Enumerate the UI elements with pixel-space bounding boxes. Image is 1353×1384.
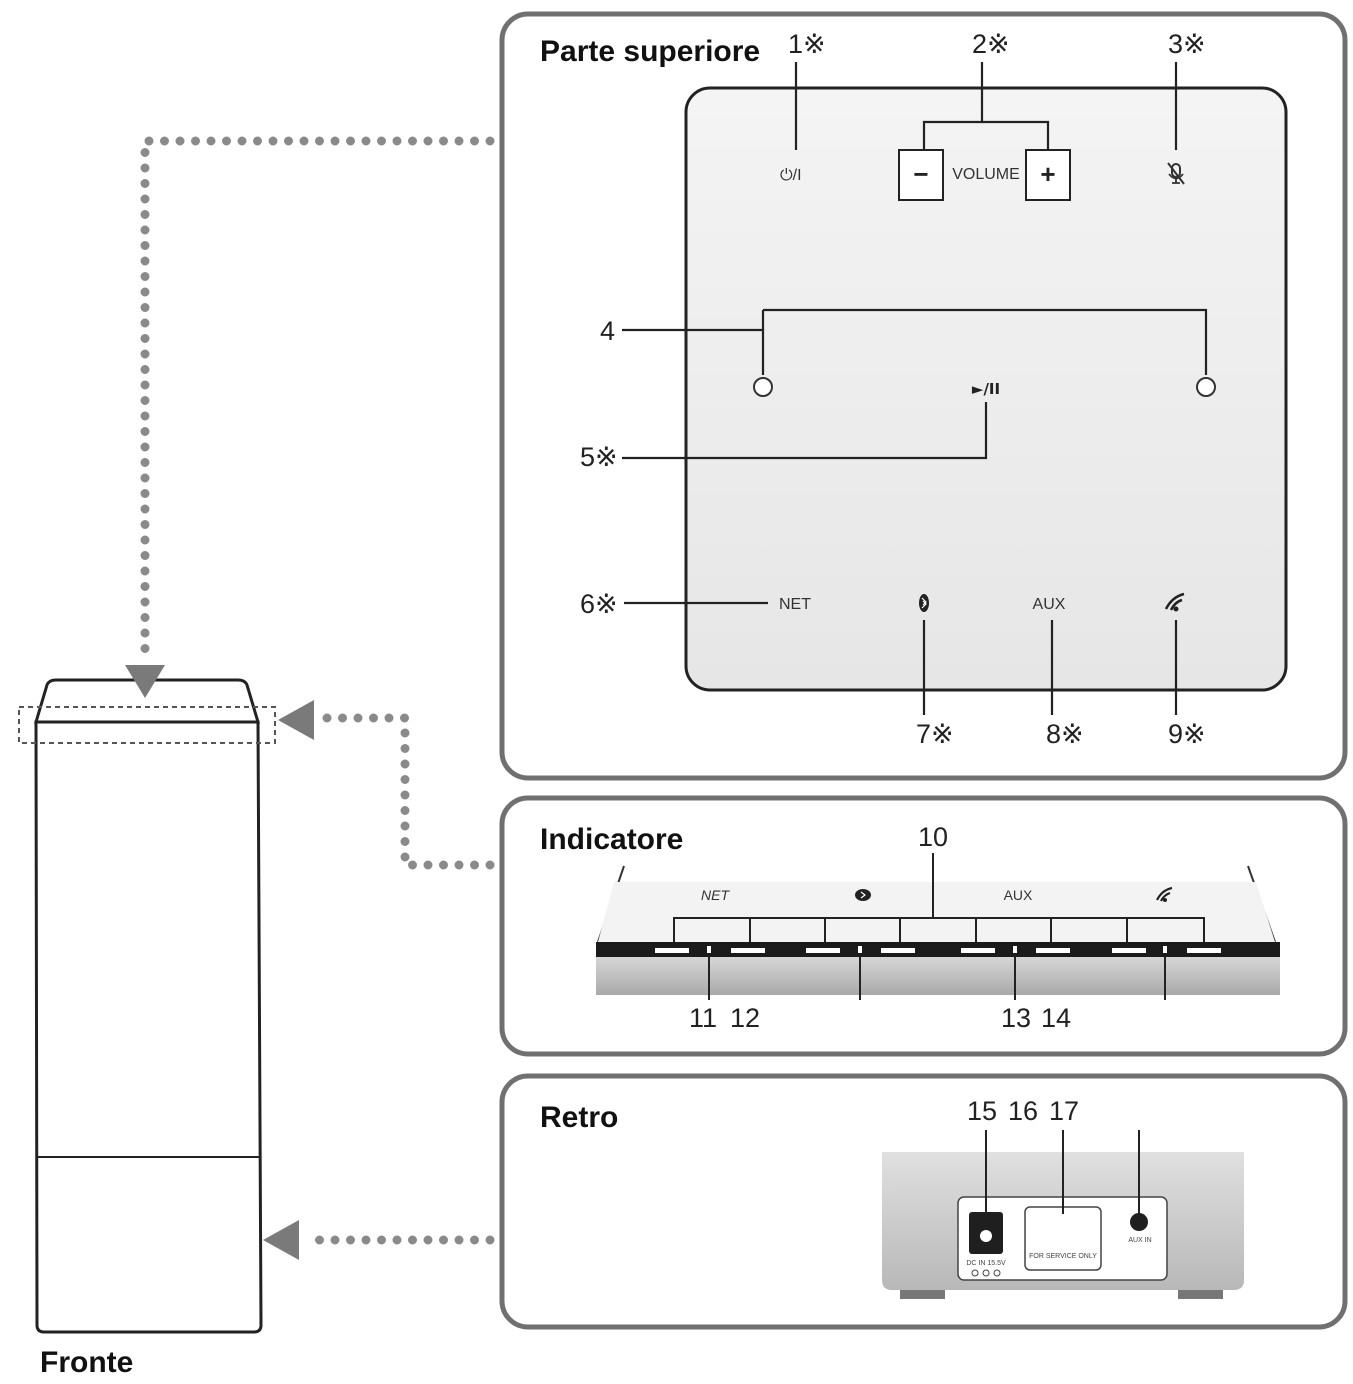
- callout-12: 12: [730, 1003, 760, 1033]
- bluetooth-icon: [855, 889, 871, 901]
- callout-9: 9※: [1168, 719, 1206, 749]
- volume-plus-label: +: [1040, 159, 1055, 189]
- indicator-section: Indicatore NET AUX: [499, 795, 1348, 1057]
- polarity-icon: [971, 1269, 1001, 1277]
- callout-10: 10: [918, 822, 948, 852]
- rear-foot-right: [1178, 1290, 1223, 1299]
- callout-4: 4: [600, 316, 615, 346]
- power-button[interactable]: ⏻/I: [780, 167, 802, 184]
- indicator-title: Indicatore: [540, 823, 683, 856]
- callout-13: 13: [1001, 1003, 1031, 1033]
- callout-17: 17: [1049, 1096, 1079, 1126]
- volume-minus-button[interactable]: [898, 149, 944, 201]
- callout-11: 11: [689, 1003, 717, 1033]
- dc-in-label: DC IN 15.5V: [966, 1260, 1006, 1267]
- callout-7: 7※: [916, 719, 954, 749]
- service-label: FOR SERVICE ONLY: [1029, 1253, 1097, 1260]
- top-panel-section: Parte superiore 1※ 2※ 3※ 4 5※ 6※ 7※ 8※ 9…: [499, 11, 1348, 781]
- volume-minus-label: −: [913, 159, 928, 189]
- dc-in-pin: [980, 1230, 992, 1242]
- top-leader-lines: [622, 62, 1208, 715]
- aux-in-label: AUX IN: [1128, 1237, 1151, 1244]
- callout-5: 5※: [580, 442, 618, 472]
- rear-foot-left: [900, 1290, 945, 1299]
- connectors: [140, 136, 495, 1245]
- arrow-icon: [263, 1220, 299, 1260]
- connector-indicator: [317, 713, 495, 870]
- indicator-front-face: [596, 957, 1280, 995]
- indicator-top-surface: [598, 882, 1275, 942]
- indicator-aux-label: AUX: [1004, 887, 1033, 903]
- wireless-icon: [1156, 886, 1173, 902]
- rear-section: Retro DC IN 15.5V FOR SERVICE ONLY AUX I…: [499, 1073, 1348, 1330]
- rear-title: Retro: [540, 1101, 618, 1134]
- wireless-icon[interactable]: [1164, 592, 1185, 612]
- arrow-icon: [125, 665, 165, 698]
- net-button[interactable]: NET: [779, 596, 811, 613]
- arrow-icon: [278, 700, 314, 740]
- indicator-net-label: NET: [701, 887, 730, 903]
- mic-mute-icon[interactable]: [1167, 162, 1185, 185]
- rear-leader-lines: [985, 1130, 1140, 1216]
- mic-hole-left: [753, 377, 773, 397]
- front-view: Fronte: [18, 678, 276, 1379]
- top-surface: [684, 86, 1288, 692]
- indicator-lights: [655, 946, 1221, 953]
- callout-14: 14: [1041, 1003, 1071, 1033]
- callout-6: 6※: [580, 589, 618, 619]
- aux-in-jack[interactable]: [1130, 1213, 1148, 1231]
- callout-8: 8※: [1046, 719, 1084, 749]
- speaker-body: [34, 720, 263, 1334]
- bluetooth-icon[interactable]: [919, 594, 929, 612]
- callout-16: 16: [1008, 1096, 1038, 1126]
- connector-top: [140, 136, 495, 660]
- service-port-cover: [1024, 1206, 1102, 1271]
- speaker-cap: [33, 678, 261, 724]
- volume-plus-button[interactable]: [1025, 149, 1071, 201]
- indicator-strip: [596, 942, 1280, 957]
- front-title: Fronte: [40, 1346, 133, 1379]
- top-title: Parte superiore: [540, 35, 760, 68]
- callout-15: 15: [967, 1096, 997, 1126]
- callout-2: 2※: [972, 29, 1010, 59]
- volume-label: VOLUME: [952, 166, 1020, 183]
- callout-3: 3※: [1168, 29, 1206, 59]
- mic-hole-right: [1196, 377, 1216, 397]
- indicator-leader-lines: [673, 853, 1205, 1000]
- play-pause-button[interactable]: ►/II: [972, 380, 1000, 398]
- callout-1: 1※: [788, 29, 826, 59]
- aux-button[interactable]: AUX: [1033, 596, 1066, 613]
- top-edge-highlight: [18, 706, 276, 744]
